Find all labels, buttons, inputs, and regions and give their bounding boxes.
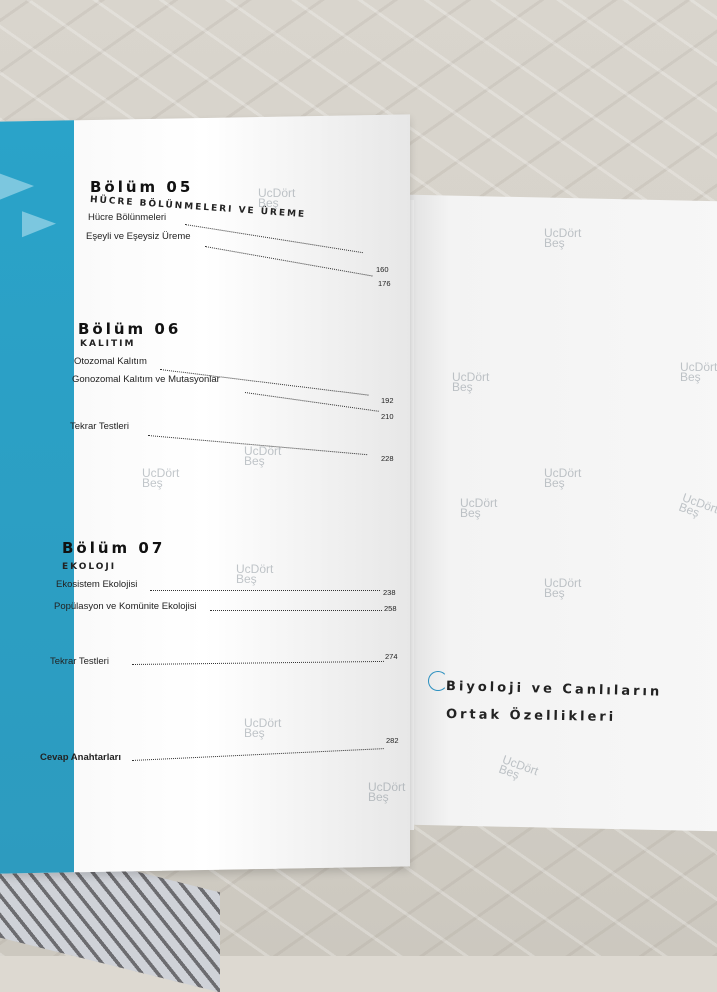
toc-leader-dots <box>150 590 380 591</box>
arrow-icon <box>22 210 56 238</box>
toc-entry-label: Otozomal Kalıtım <box>74 356 147 367</box>
toc-entry-label: Tekrar Testleri <box>70 421 129 432</box>
toc-page-number: 192 <box>381 396 394 405</box>
chapter-05-heading: Bölüm 05 <box>90 178 194 196</box>
toc-leader-dots <box>210 610 382 611</box>
toc-entry-label: Gonozomal Kalıtım ve Mutasyonlar <box>72 374 220 385</box>
toc-page-number: 274 <box>385 652 398 661</box>
title-ring-icon <box>428 671 448 691</box>
chapter-07-subtitle: Ekoloji <box>62 562 117 572</box>
chapter-06-subtitle: Kalıtım <box>80 339 136 349</box>
right-page-title-line2: Ortak Özellikleri <box>445 707 617 725</box>
toc-entry-label: Ekosistem Ekolojisi <box>56 579 138 590</box>
toc-entry-label: Hücre Bölünmeleri <box>88 212 167 223</box>
toc-page-number: 258 <box>384 604 397 613</box>
toc-page-number: 228 <box>381 454 394 463</box>
toc-entry-label: Popülasyon ve Komünite Ekolojisi <box>54 601 197 612</box>
toc-page-number: 176 <box>378 279 391 288</box>
toc-page-number: 160 <box>376 265 389 274</box>
toc-page-number: 210 <box>381 412 394 421</box>
toc-entry-label: Tekrar Testleri <box>50 656 109 667</box>
arrow-icon <box>0 172 34 200</box>
chapter-07-heading: Bölüm 07 <box>62 539 166 557</box>
toc-entry-label: Eşeyli ve Eşeysiz Üreme <box>86 231 191 242</box>
right-page <box>400 194 717 832</box>
chapter-06-heading: Bölüm 06 <box>78 320 182 338</box>
toc-page-number: 282 <box>386 736 399 745</box>
toc-page-number: 238 <box>383 588 396 597</box>
toc-answer-keys-label: Cevap Anahtarları <box>40 752 121 763</box>
